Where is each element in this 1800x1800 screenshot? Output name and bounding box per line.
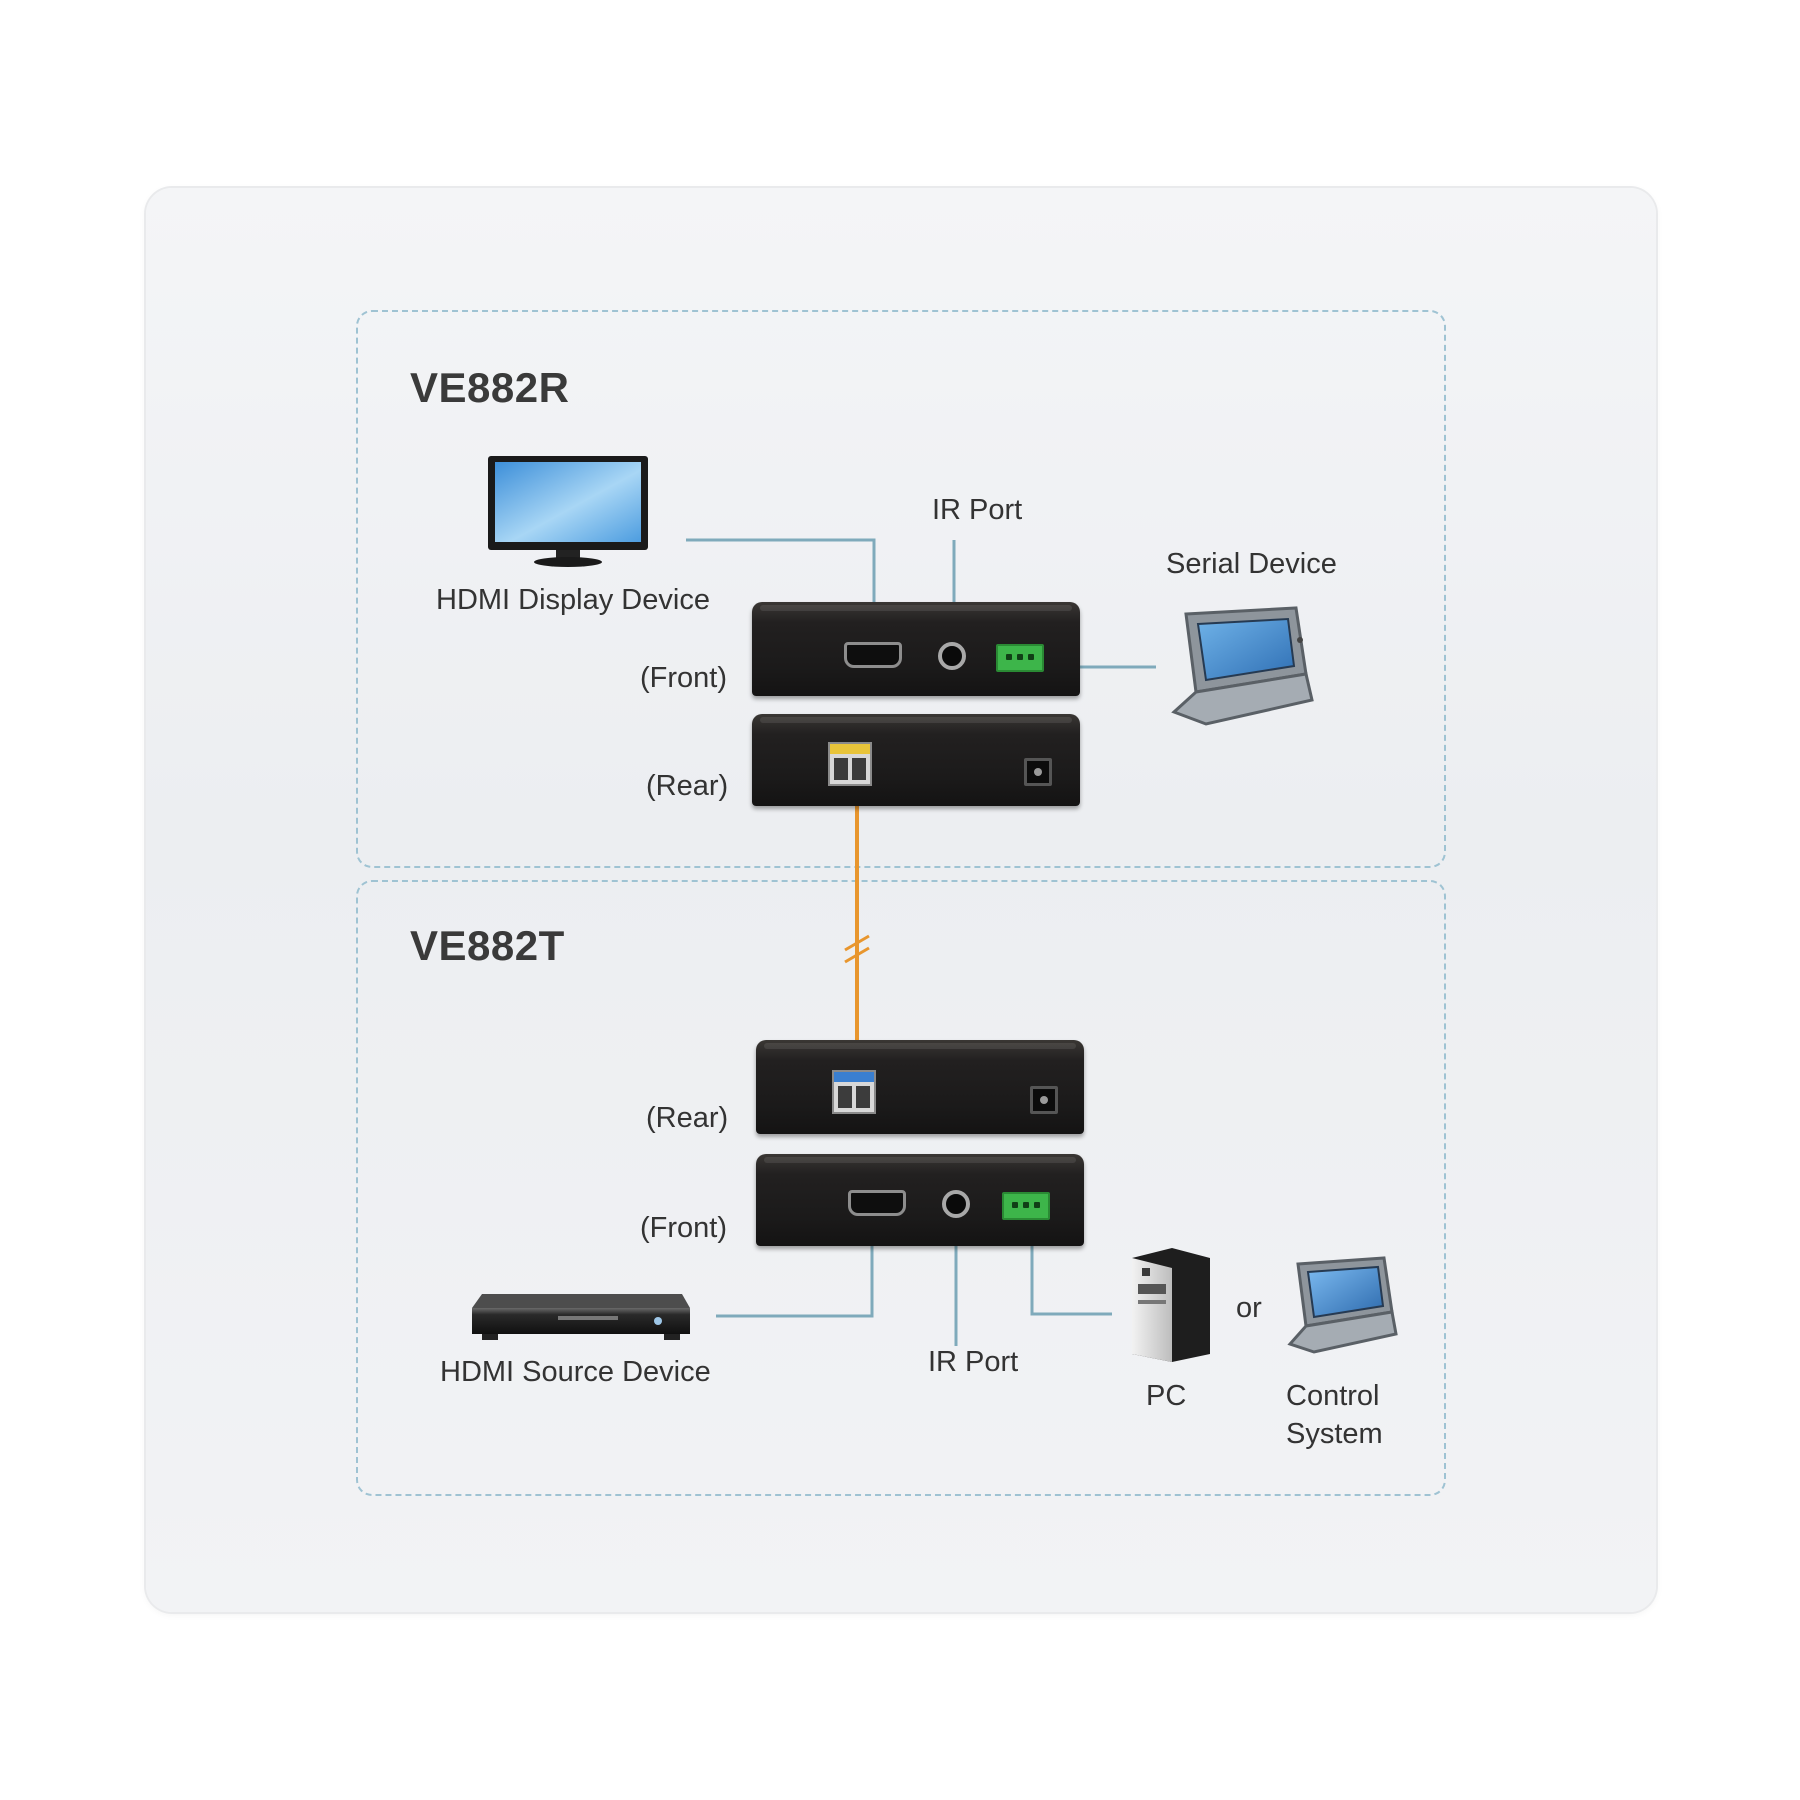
receiver-front-panel [752, 602, 1080, 696]
transmitter-power-jack [1030, 1086, 1058, 1114]
transmitter-serial-port [1002, 1192, 1050, 1220]
source-cable [716, 1246, 874, 1318]
display-device-label: HDMI Display Device [436, 584, 710, 616]
fiber-break-mark-1 [844, 934, 870, 952]
serial-device-label: Serial Device [1166, 548, 1337, 580]
blu-ray-player-icon [472, 1294, 690, 1340]
fiber-break-mark-2 [844, 946, 870, 964]
transmitter-sfp-port [832, 1070, 876, 1114]
touch-panel-icon [1171, 606, 1314, 726]
transmitter-zone [356, 880, 1446, 1496]
or-label: or [1236, 1292, 1262, 1324]
control-system-label-line2: System [1286, 1418, 1383, 1450]
transmitter-rear-label: (Rear) [646, 1102, 729, 1134]
transmitter-ir-label: IR Port [928, 1346, 1019, 1378]
receiver-ir-port [938, 642, 966, 670]
transmitter-title: VE882T [410, 922, 565, 969]
background-card [146, 188, 1656, 1612]
receiver-front-label: (Front) [640, 662, 727, 694]
transmitter-front-panel [756, 1154, 1084, 1246]
transmitter-ir-port [942, 1190, 970, 1218]
receiver-rear-panel [752, 714, 1080, 806]
receiver-hdmi-output-port [844, 642, 902, 668]
monitor-icon [488, 456, 648, 567]
pc-label: PC [1146, 1380, 1187, 1412]
transmitter-hdmi-input-port [848, 1190, 906, 1216]
receiver-sfp-port [828, 742, 872, 786]
serial-cable-transmitter [1030, 1246, 1112, 1316]
transmitter-front-label: (Front) [640, 1212, 727, 1244]
receiver-ir-label: IR Port [932, 494, 1023, 526]
receiver-serial-port [996, 644, 1044, 672]
transmitter-rear-panel [756, 1040, 1084, 1134]
source-device-label: HDMI Source Device [440, 1356, 711, 1388]
receiver-power-jack [1024, 758, 1052, 786]
receiver-zone [356, 310, 1446, 868]
control-panel-icon [1287, 1256, 1398, 1354]
pc-tower-icon [1132, 1248, 1210, 1362]
receiver-title: VE882R [410, 364, 570, 411]
control-system-label-line1: Control [1286, 1380, 1380, 1412]
receiver-rear-label: (Rear) [646, 770, 729, 802]
